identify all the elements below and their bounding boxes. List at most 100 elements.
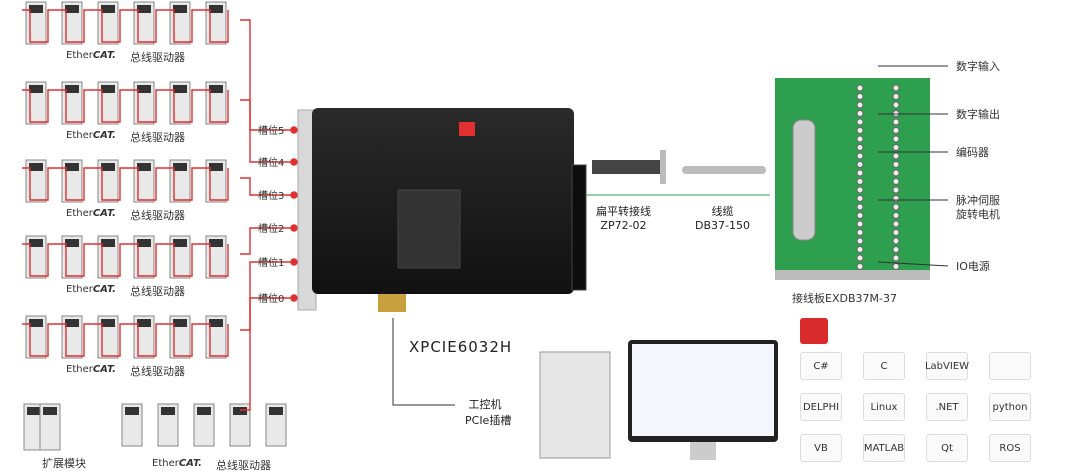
terminal-screw xyxy=(856,135,864,143)
servo-drive xyxy=(133,1,155,45)
software-tile: C xyxy=(863,352,905,380)
servo-drive xyxy=(25,235,47,279)
terminal-screw xyxy=(856,93,864,100)
terminal-screw xyxy=(892,118,900,126)
terminal-screw xyxy=(892,246,900,253)
slot-dot xyxy=(290,191,298,199)
slot-dot xyxy=(290,126,298,134)
servo-drive xyxy=(205,315,227,359)
ipc-line1: 工控机 xyxy=(468,398,502,411)
terminal-screw xyxy=(892,152,900,160)
io-leader-line xyxy=(877,261,949,267)
terminal-screw xyxy=(856,195,864,202)
terminal-screw xyxy=(856,110,864,117)
servo-drive xyxy=(133,81,155,125)
ipc-label: 工控机 PCIe插槽 xyxy=(465,396,511,428)
terminal-screw xyxy=(856,118,864,126)
terminal-screw xyxy=(892,135,900,143)
slot-dot xyxy=(290,258,298,266)
terminal-screw xyxy=(856,178,864,185)
cable2-line2: DB37-150 xyxy=(695,219,750,232)
servo-drive xyxy=(97,235,119,279)
slot-wire xyxy=(240,99,292,163)
ethercat-label: EtherCAT. xyxy=(66,208,116,219)
bottom-drive-group-label: 总线驱动器 xyxy=(216,459,271,472)
servo-drive xyxy=(169,235,191,279)
terminal-screw xyxy=(892,84,900,92)
drive-group-label: 总线驱动器 xyxy=(130,209,185,222)
servo-drive xyxy=(61,315,83,359)
slot-label: 槽位5 xyxy=(258,126,285,137)
io-label: 数字输出 xyxy=(956,108,1000,121)
card-name: XPCIE6032H xyxy=(409,338,513,356)
software-tile: MATLAB xyxy=(863,434,905,462)
board-label: 接线板EXDB37M-37 xyxy=(792,292,897,305)
ethercat-text: EtherCAT. xyxy=(152,458,202,469)
slot-dot xyxy=(290,294,298,302)
servo-drive xyxy=(169,81,191,125)
terminal-screw xyxy=(856,229,864,236)
terminal-screw xyxy=(892,186,900,194)
slot-wire xyxy=(240,177,292,196)
servo-drive xyxy=(205,1,227,45)
servo-drive xyxy=(97,1,119,45)
servo-drive xyxy=(265,403,287,447)
cable1-line1: 扁平转接线 xyxy=(596,205,651,218)
software-tile: LabVIEW xyxy=(925,352,969,380)
terminal-screw xyxy=(892,101,900,109)
drive-group-label: 总线驱动器 xyxy=(130,285,185,298)
terminal-screw xyxy=(892,203,900,211)
ethercat-text: EtherCAT. xyxy=(66,130,116,141)
ethercat-chain-wire xyxy=(22,89,229,123)
software-tile: ROS xyxy=(989,434,1031,462)
ethercat-label: EtherCAT. xyxy=(66,284,116,295)
ethercat-label: EtherCAT. xyxy=(66,130,116,141)
io-label: 数字输入 xyxy=(956,60,1000,73)
servo-drive xyxy=(205,159,227,203)
slot-dot xyxy=(290,224,298,232)
slot-label: 槽位0 xyxy=(258,294,285,305)
slot-dot xyxy=(290,158,298,166)
terminal-screw xyxy=(856,212,864,219)
cable2-line1: 线缆 xyxy=(711,205,734,218)
software-tile xyxy=(989,352,1031,380)
servo-drive xyxy=(61,81,83,125)
servo-drive xyxy=(169,159,191,203)
slot-wire xyxy=(240,19,292,131)
servo-drive xyxy=(205,81,227,125)
terminal-screw xyxy=(892,195,900,202)
servo-drive xyxy=(97,81,119,125)
terminal-screw xyxy=(856,237,864,245)
ethercat-chain-wire xyxy=(22,167,229,201)
io-label: 编码器 xyxy=(956,146,989,159)
ethercat-text: EtherCAT. xyxy=(66,364,116,375)
ethercat-text: EtherCAT. xyxy=(66,284,116,295)
software-tile: .NET xyxy=(926,393,968,421)
software-tile: Qt xyxy=(926,434,968,462)
bottom-left-module: 扩展模块 xyxy=(42,457,86,470)
gold-finger xyxy=(378,294,406,312)
terminal-screw xyxy=(892,212,900,219)
rt-logo xyxy=(800,318,828,344)
slot-label: 槽位1 xyxy=(258,258,285,269)
cable2-label: 线缆 DB37-150 xyxy=(695,203,750,232)
servo-drive xyxy=(133,235,155,279)
terminal-screw xyxy=(856,186,864,194)
terminal-screw xyxy=(856,127,864,134)
ethercat-label: EtherCAT. xyxy=(152,458,202,469)
terminal-screw xyxy=(892,169,900,177)
db37-socket xyxy=(792,119,816,241)
slot-wire xyxy=(240,297,292,411)
monitor-stand xyxy=(690,442,716,460)
ethercat-text: EtherCAT. xyxy=(66,50,116,61)
slot-label: 槽位2 xyxy=(258,224,285,235)
terminal-screw xyxy=(892,161,900,168)
terminal-screw xyxy=(856,101,864,109)
software-tile: C# xyxy=(800,352,842,380)
software-tile: Linux xyxy=(863,393,905,421)
slot-label: 槽位3 xyxy=(258,191,285,202)
ethercat-label: EtherCAT. xyxy=(66,50,116,61)
servo-drive xyxy=(169,315,191,359)
terminal-screw xyxy=(856,161,864,168)
terminal-screw xyxy=(892,93,900,100)
